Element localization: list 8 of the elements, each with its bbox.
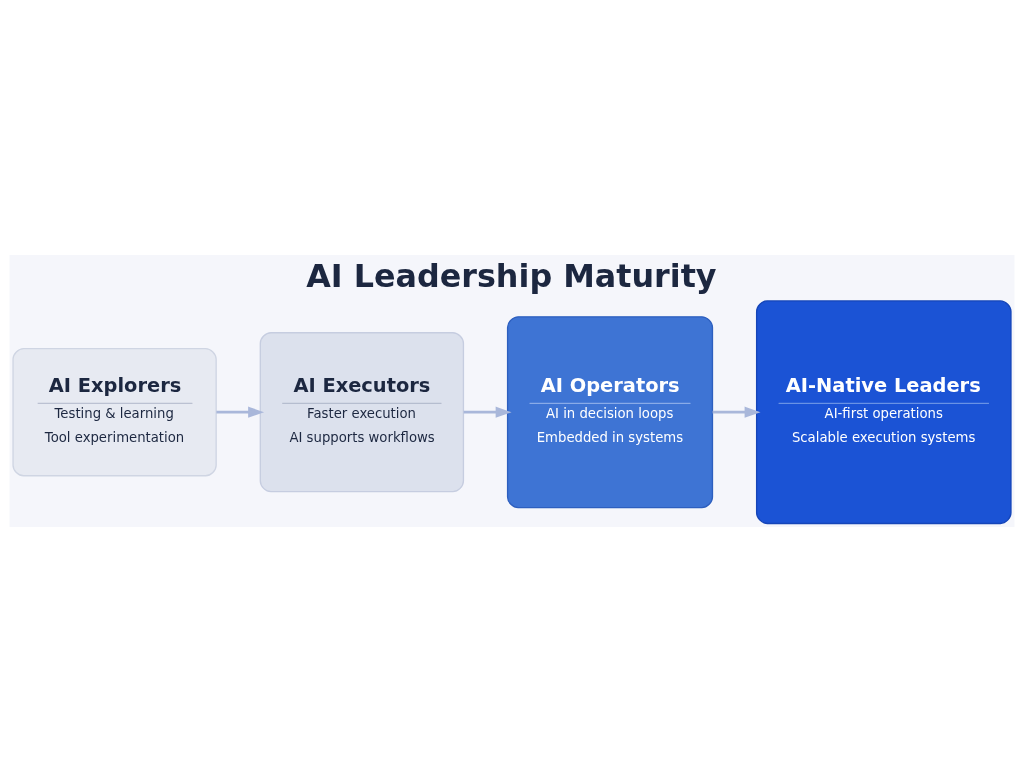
node-box: AI-Native Leaders AI-first operations Scalable execution systems	[755, 299, 1012, 524]
node-box: AI Operators AI in decision loops Embedded in systems	[506, 315, 714, 508]
arrow	[463, 406, 512, 418]
diagram-title: AI Leadership Maturity	[306, 256, 717, 294]
arrow	[216, 406, 265, 418]
node-box: AI Explorers Testing & learning Tool experimentation	[12, 347, 217, 476]
arrow	[712, 406, 761, 418]
node-box: AI Executors Faster execution AI supports workflows	[259, 331, 465, 492]
